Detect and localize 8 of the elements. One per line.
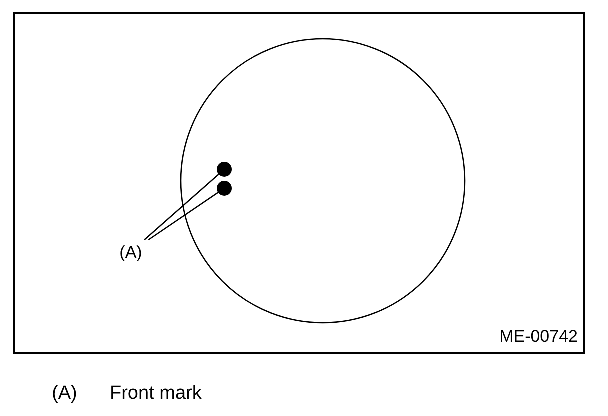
key-description: Front mark <box>110 384 202 403</box>
figure-code: ME-00742 <box>500 328 578 345</box>
key-symbol: (A) <box>52 384 78 403</box>
dot-mark <box>217 181 232 196</box>
leader-line <box>144 174 220 240</box>
leader-line <box>148 192 219 241</box>
callout-label: (A) <box>120 244 142 260</box>
dot-mark <box>217 162 232 177</box>
